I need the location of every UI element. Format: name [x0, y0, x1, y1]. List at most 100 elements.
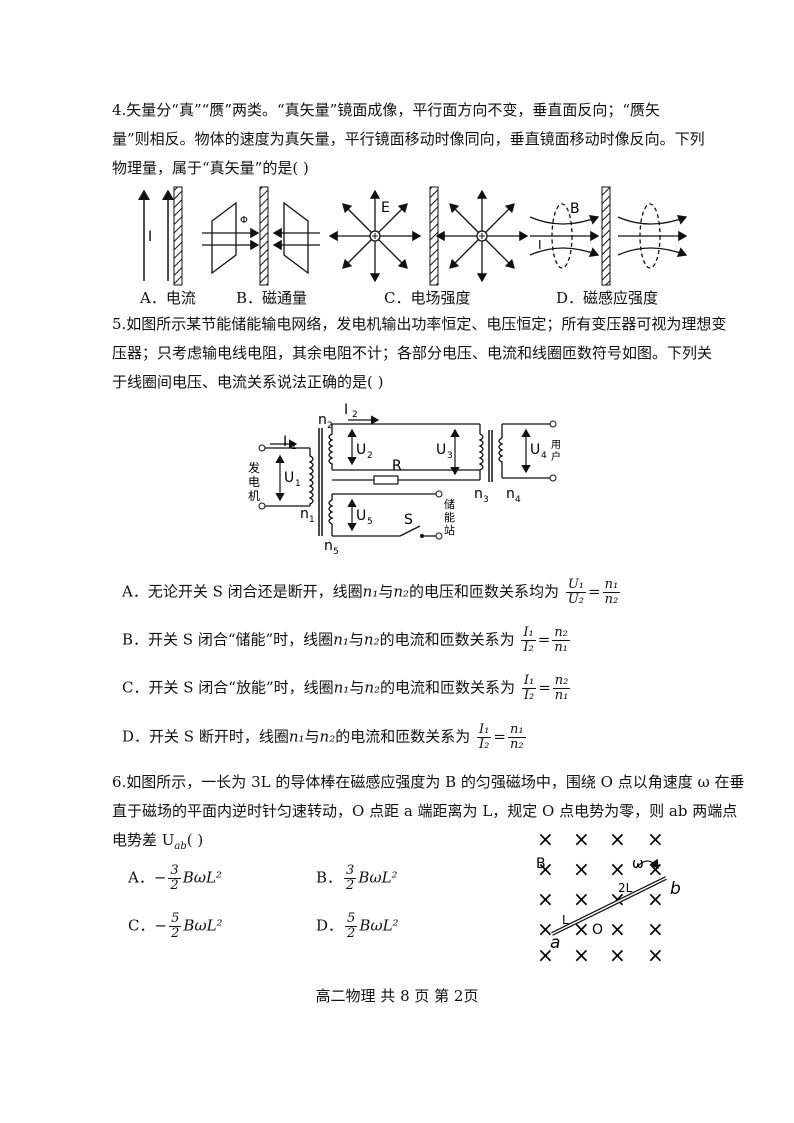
label-n5-sub: 5: [333, 547, 339, 556]
label-e: E: [381, 200, 390, 216]
q5-circuit-diagram: I 1 U 1 发 电 机 n 1 n 2 I 2 U 2 R U 3: [248, 402, 561, 556]
q5-c-coil2: n₂: [364, 678, 381, 697]
q5-c-num2: n₂: [552, 673, 571, 689]
q6-c-sign: −: [154, 916, 168, 935]
q5-d-coil2: n₂: [319, 727, 336, 746]
field-cross: ×: [609, 827, 626, 851]
field-cross: ×: [573, 827, 590, 851]
q6-c-num: 5: [169, 911, 182, 927]
figure-c-efield: E: [328, 186, 529, 286]
label-i2: I: [344, 402, 348, 418]
label-gen-2: 电: [248, 475, 260, 489]
q5-a-num2: n₁: [602, 577, 621, 593]
q5-c-tail: 的电流和匝数关系为: [380, 678, 516, 697]
label-n5: n: [324, 538, 333, 554]
q5-b-mid: 与: [348, 630, 364, 649]
q5-b-num1: I₁: [521, 625, 536, 641]
field-cross: ×: [647, 917, 664, 941]
question-4: 4.矢量分“真”“赝”两类。“真矢量”镜面成像，平行面方向不变，垂直面反向；“赝…: [112, 96, 712, 183]
q6-c-den: 2: [171, 926, 180, 941]
q5-d-text: D．开关 S 断开时，线圈: [122, 727, 289, 746]
label-user-1: 用: [551, 440, 561, 451]
q5-a-num1: U₁: [565, 577, 587, 593]
q5-d-den1: I₂: [479, 737, 490, 752]
field-cross: ×: [609, 943, 626, 967]
field-cross: ×: [647, 943, 664, 967]
label-u5-sub: 5: [367, 517, 373, 527]
q4-option-c: C．电场强度: [384, 289, 471, 307]
q6-line2: 直于磁场的平面内逆时针匀速转动，O 点距 a 端距离为 L，规定 O 点电势为零…: [112, 802, 738, 820]
q6-d-label: D．: [316, 916, 344, 935]
label-u3-sub: 3: [447, 451, 453, 461]
label-u1-sub: 1: [295, 479, 301, 489]
q6-line3-sub: ab: [174, 841, 187, 852]
label-omega: ω: [632, 856, 644, 872]
q5-b-coil2: n₂: [363, 630, 380, 649]
q5-line2: 压器；只考虑输电线电阻，其余电阻不计；各部分电压、电流和线圈匝数符号如图。下列关: [112, 344, 713, 362]
q5-c-text: C．开关 S 闭合“放能”时，线圈: [122, 678, 334, 697]
label-i2-sub: 2: [352, 410, 358, 420]
q6-line3-text: 电势差 U: [112, 831, 175, 849]
label-n4-sub: 4: [515, 495, 521, 505]
q5-c-den1: I₂: [523, 688, 535, 703]
label-u2-sub: 2: [367, 451, 373, 461]
label-b: B: [570, 201, 580, 217]
q5-b-den1: I₂: [523, 640, 534, 655]
label-i1-sub: 1: [291, 442, 297, 452]
q5-line3: 于线圈间电压、电流关系说法正确的是( ): [112, 373, 384, 391]
q5-c-num1: I₁: [521, 673, 537, 689]
label-phi: Φ: [240, 215, 248, 226]
q5-c-den2: n₁: [554, 688, 569, 703]
q5-c-coil1: n₁: [333, 678, 350, 697]
q5-a-mid: 与: [378, 582, 394, 601]
label-b: B: [536, 856, 546, 872]
q5-d-num2: n₁: [507, 722, 526, 738]
field-cross: ×: [573, 857, 590, 881]
q5-b-coil1: n₁: [333, 630, 349, 649]
field-cross: ×: [537, 943, 554, 967]
q5-d-tail: 的电流和匝数关系为: [335, 727, 471, 746]
q6-c-tail: BωL²: [183, 916, 223, 935]
field-cross: ×: [647, 887, 664, 911]
q5-c-mid: 与: [349, 678, 365, 697]
q5-d-coil1: n₁: [288, 727, 305, 746]
label-gen-3: 机: [248, 489, 260, 503]
label-u5: U: [356, 508, 366, 524]
q6-field-diagram: ×××××××××××××××××××× B ω 2L L O a b: [536, 827, 681, 967]
q6-d-tail: BωL²: [359, 916, 399, 935]
q6-b-num: 3: [344, 863, 357, 879]
figure-a-current: I: [138, 186, 183, 286]
q4-option-a: A．电流: [140, 289, 196, 307]
label-a: a: [550, 933, 560, 953]
label-u2: U: [356, 442, 366, 458]
field-cross: ×: [537, 917, 554, 941]
q5-d-den2: n₂: [509, 737, 524, 752]
q5-a-den1: U₂: [567, 592, 585, 607]
label-u1: U: [284, 470, 294, 486]
q4-line2: 量”则相反。物体的速度为真矢量，平行镜面移动时像同向，垂直镜面移动时像反向。下列: [112, 130, 705, 148]
q5-b-den2: n₁: [554, 640, 568, 655]
q6-a-tail: BωL²: [182, 868, 222, 887]
label-n1: n: [300, 506, 309, 522]
label-o: O: [592, 922, 603, 938]
label-n2-sub: 2: [327, 421, 333, 431]
label-storage-1: 储: [444, 497, 455, 511]
q5-b-tail: 的电流和匝数关系为: [379, 630, 515, 649]
q6-d-num: 5: [345, 911, 358, 927]
label-2l: 2L: [618, 881, 633, 895]
field-cross: ×: [647, 827, 664, 851]
q5-a-coil2: n₂: [393, 582, 410, 601]
label-l: L: [562, 913, 569, 927]
